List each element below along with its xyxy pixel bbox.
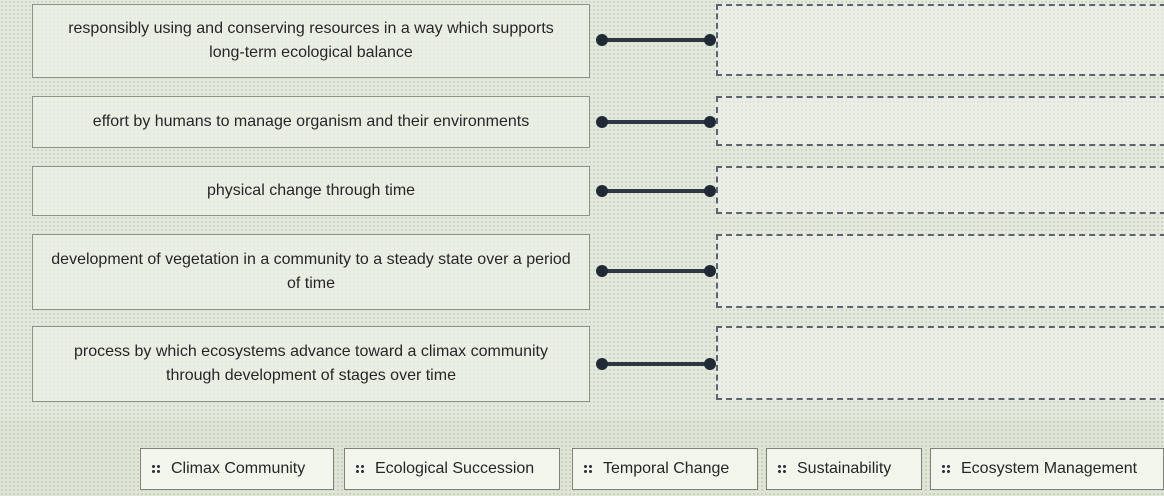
drag-grip-icon[interactable] <box>941 464 951 474</box>
drag-grip-icon[interactable] <box>777 464 787 474</box>
definition-text: responsibly using and conserving resourc… <box>68 20 554 61</box>
definition-card: responsibly using and conserving resourc… <box>32 4 590 78</box>
connector-end-dot <box>704 116 716 128</box>
option-climax-community[interactable]: Climax Community <box>140 448 334 490</box>
connector-end-dot <box>704 265 716 277</box>
connector-line <box>600 269 712 273</box>
match-connector <box>596 181 716 201</box>
match-connector <box>596 261 716 281</box>
definition-text: effort by humans to manage organism and … <box>92 113 530 130</box>
drag-grip-icon[interactable] <box>151 464 161 474</box>
connector-start-dot <box>596 185 608 197</box>
connector-start-dot <box>596 265 608 277</box>
match-connector <box>596 30 716 50</box>
definition-text: physical change through time <box>206 182 416 199</box>
answer-drop-zone[interactable] <box>716 234 1164 308</box>
definition-card: process by which ecosystems advance towa… <box>32 326 590 402</box>
option-label: Ecosystem Management <box>961 460 1138 477</box>
connector-line <box>600 189 712 193</box>
option-ecological-succession[interactable]: Ecological Succession <box>344 448 560 490</box>
definition-text: process by which ecosystems advance towa… <box>74 343 548 384</box>
option-label: Sustainability <box>797 460 892 477</box>
connector-line <box>600 120 712 124</box>
drag-grip-icon[interactable] <box>355 464 365 474</box>
connector-start-dot <box>596 116 608 128</box>
match-connector <box>596 354 716 374</box>
answer-drop-zone[interactable] <box>716 326 1164 400</box>
connector-end-dot <box>704 34 716 46</box>
definition-text: development of vegetation in a community… <box>51 251 571 292</box>
answer-drop-zone[interactable] <box>716 4 1164 76</box>
connector-line <box>600 362 712 366</box>
drag-grip-icon[interactable] <box>583 464 593 474</box>
option-label: Climax Community <box>171 460 306 477</box>
option-sustainability[interactable]: Sustainability <box>766 448 922 490</box>
option-temporal-change[interactable]: Temporal Change <box>572 448 758 490</box>
connector-end-dot <box>704 358 716 370</box>
definition-card: physical change through time <box>32 166 590 216</box>
connector-end-dot <box>704 185 716 197</box>
option-label: Temporal Change <box>603 460 730 477</box>
connector-start-dot <box>596 34 608 46</box>
option-label: Ecological Succession <box>375 460 535 477</box>
connector-line <box>600 38 712 42</box>
match-connector <box>596 112 716 132</box>
definition-card: development of vegetation in a community… <box>32 234 590 310</box>
answer-drop-zone[interactable] <box>716 96 1164 146</box>
option-ecosystem-management[interactable]: Ecosystem Management <box>930 448 1164 490</box>
connector-start-dot <box>596 358 608 370</box>
definition-card: effort by humans to manage organism and … <box>32 96 590 148</box>
answer-drop-zone[interactable] <box>716 166 1164 214</box>
